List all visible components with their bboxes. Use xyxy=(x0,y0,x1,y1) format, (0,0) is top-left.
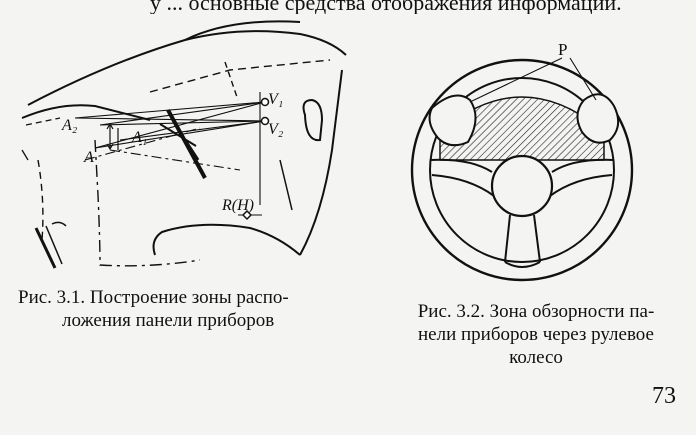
label-rh: R(H) xyxy=(221,197,254,214)
figure-3-1-caption: Рис. 3.1. Построение зоны распо- ложения… xyxy=(18,286,358,332)
figure-3-2-drawing xyxy=(410,57,634,282)
label-v2: V₂ xyxy=(268,121,284,138)
angle-arrows xyxy=(106,122,119,151)
caption-1-line-2: ложения панели приборов xyxy=(62,310,275,331)
header-text: у ... основные средства отображения инфо… xyxy=(150,0,622,14)
steering-column xyxy=(159,109,207,179)
page-number: 73 xyxy=(652,383,676,409)
label-a2: A₂ xyxy=(61,117,78,134)
figure-3-2-caption: Рис. 3.2. Зона обзорности па- нели прибо… xyxy=(386,300,686,369)
caption-2-line-3: колесо xyxy=(509,347,563,368)
caption-2-line-2: нели приборов через рулевое xyxy=(418,324,654,345)
left-dial xyxy=(428,94,477,147)
figure-3-1-drawing xyxy=(21,20,347,269)
label-v1: V₁ xyxy=(268,91,283,108)
caption-1-line-1: Рис. 3.1. Построение зоны распо- xyxy=(18,287,289,308)
caption-2-line-1: Рис. 3.2. Зона обзорности па- xyxy=(417,301,655,322)
label-p: P xyxy=(558,40,567,59)
label-a: A xyxy=(83,149,94,166)
header-text-fragment: у ... основные средства отображения инфо… xyxy=(0,0,696,14)
right-dial xyxy=(576,93,620,144)
reference-points xyxy=(241,97,270,221)
label-a1: A₁ xyxy=(131,129,147,146)
